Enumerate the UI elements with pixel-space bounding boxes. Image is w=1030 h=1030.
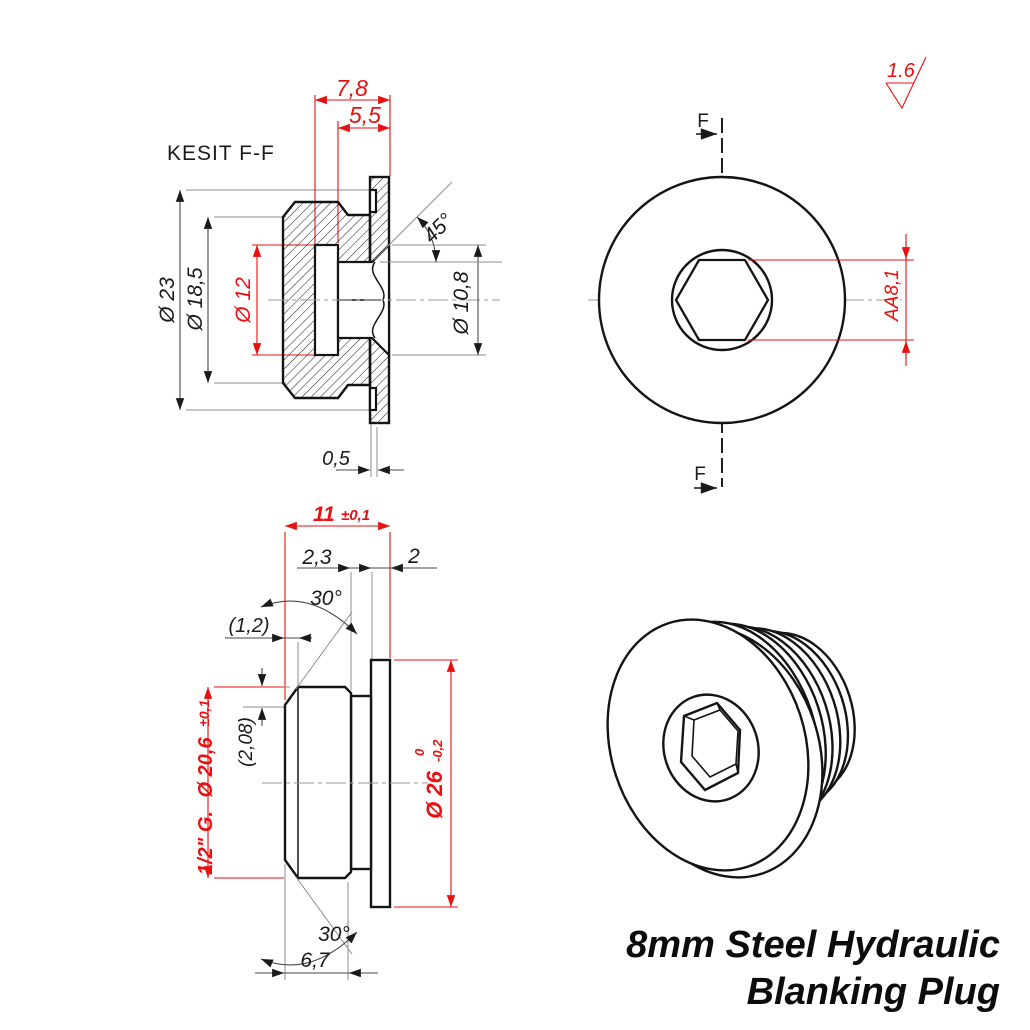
seal-step-top: [368, 188, 378, 214]
seal-step-bottom: [368, 386, 378, 412]
dim-length-tol: ±0,1: [341, 507, 370, 524]
section-letter-top: F: [697, 111, 709, 132]
dim-thread-length: 6,7: [300, 949, 331, 972]
dim-dia-opening: Ø 10,8: [450, 271, 473, 335]
dim-flange-width: 2: [407, 545, 420, 568]
side-view: 11 ±0,1 2,3 2 30° (1,2) (2,08) 1/2" G. Ø…: [195, 503, 458, 980]
dim-dia-shoulder: Ø 18,5: [184, 267, 207, 331]
dim-thread-pitch: (2,08): [236, 717, 257, 767]
dim-dia-thread-tol: ±0,1: [196, 700, 212, 727]
dim-length: 11: [313, 503, 335, 526]
surface-finish-icon: 1.6: [885, 56, 927, 110]
dim-dia-thread: Ø 20,6: [195, 737, 217, 798]
dim-dia-flange: Ø 26: [422, 770, 447, 818]
dim-step: 0,5: [322, 448, 351, 470]
dim-hex-af: AA8,1: [882, 269, 903, 322]
thread-size-label: 1/2" G.: [195, 811, 217, 875]
thread-spec-label: 1/2" G. Ø 20,6 ±0,1: [195, 700, 217, 876]
iso-view: [606, 618, 856, 879]
section-letter-bottom: F: [694, 464, 706, 485]
dim-chamfer-angle: 45°: [419, 209, 458, 248]
dim-chamfer-top: 30°: [310, 587, 342, 610]
section-view: KESIT F-F 7,8 5,5 45° Ø 10,8 Ø 23 Ø 18,5…: [156, 75, 502, 477]
dim-dia-flange-tol-upper: 0: [412, 748, 427, 756]
surface-finish-value: 1.6: [887, 60, 916, 82]
title-line-2: Blanking Plug: [747, 971, 1000, 1013]
title-block: 8mm Steel Hydraulic Blanking Plug: [626, 924, 1000, 1013]
hex-socket-outline: [674, 258, 770, 342]
dim-dia-counterbore: Ø 12: [232, 277, 255, 324]
counterbore-circle: [670, 248, 774, 352]
dim-chamfer-bottom: 30°: [318, 923, 350, 946]
title-line-1: 8mm Steel Hydraulic: [626, 924, 1000, 966]
front-view: F F AA8,1 1.6: [588, 56, 927, 494]
dim-dia-outer: Ø 23: [156, 277, 179, 324]
dim-chamfer-width: (1,2): [228, 615, 269, 637]
dim-width-total: 7,8: [336, 75, 368, 101]
dim-width-inner: 5,5: [349, 102, 381, 128]
section-label: KESIT F-F: [167, 142, 275, 165]
dim-dia-flange-tol-lower: -0,2: [430, 739, 445, 762]
dim-groove-width: 2,3: [301, 546, 332, 569]
